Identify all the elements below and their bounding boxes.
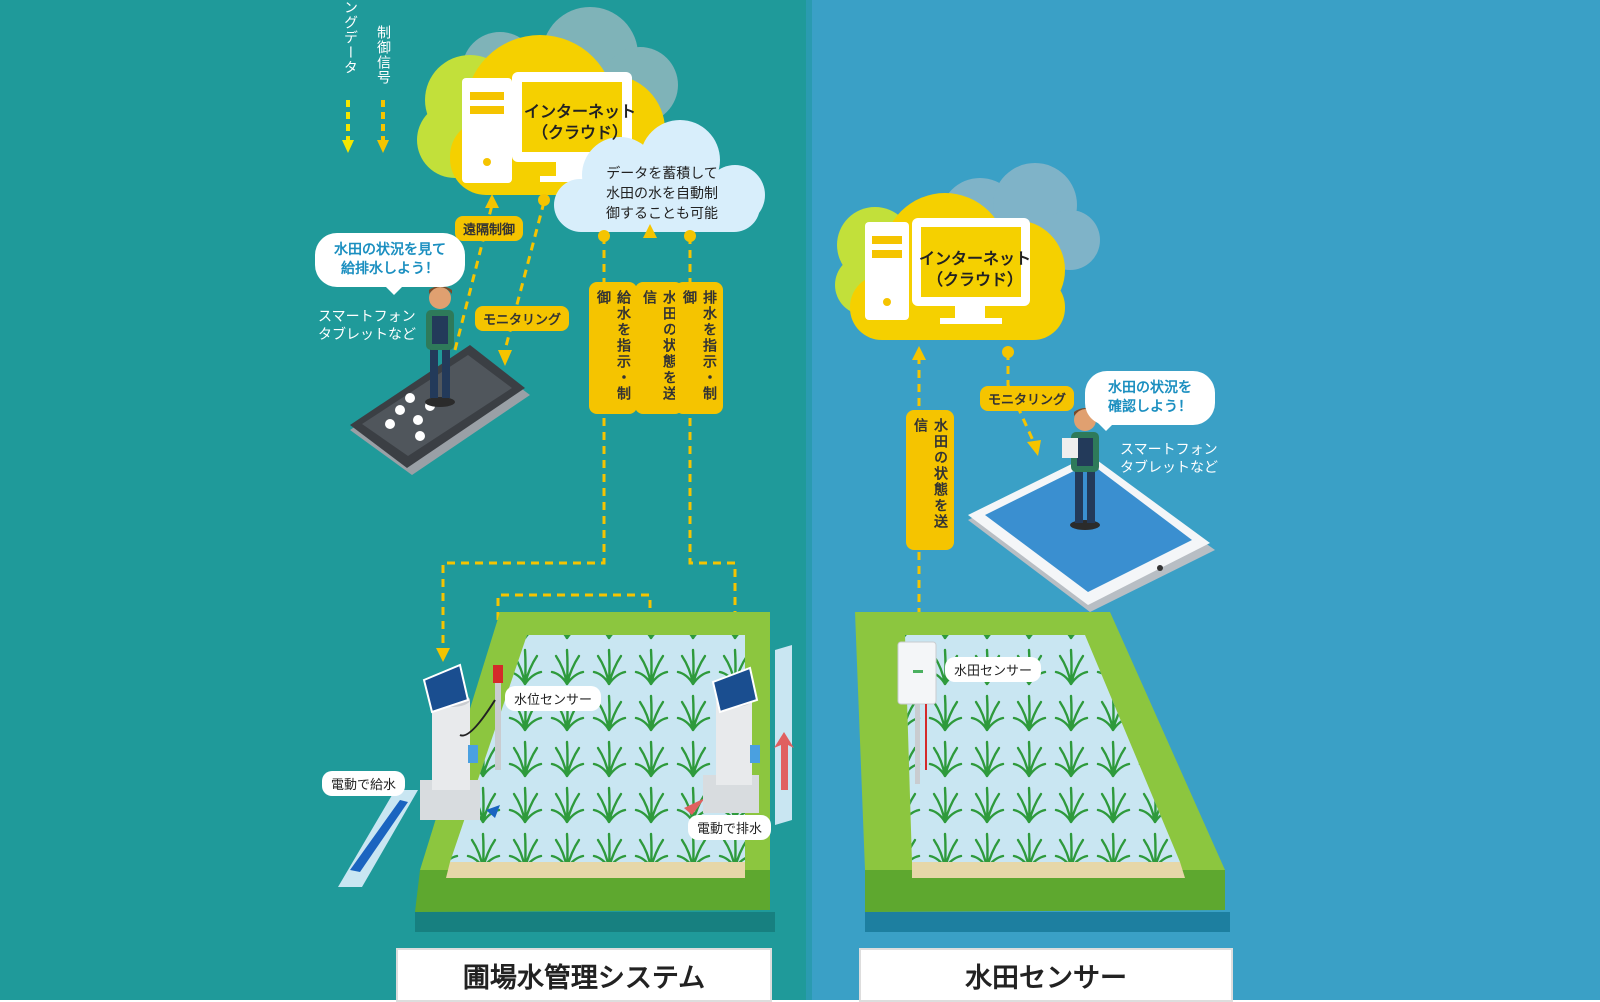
legend-arrows [342, 100, 389, 153]
right-cloud-line1: インターネット [918, 249, 1031, 268]
left-cloud-note-line3: 御することも可能 [606, 206, 718, 222]
smartphone [350, 345, 530, 475]
right-monitoring-tag: モニタリング [980, 386, 1075, 411]
right-flow-lines [917, 352, 1037, 630]
left-monitoring-tag: モニタリング [475, 306, 570, 331]
remote-control-tag: 遠隔制御 [455, 216, 524, 241]
water-level-sensor-device [459, 665, 503, 770]
right-speech-bubble: 水田の状況を 確認しよう！ [1085, 371, 1215, 431]
left-title: 圃場水管理システム [396, 948, 772, 1002]
farmer-left [425, 286, 455, 407]
electric-supply-label: 電動で給水 [322, 771, 406, 796]
right-device-text: スマートフォン タブレットなど [1120, 442, 1218, 476]
right-title: 水田センサー [859, 948, 1233, 1002]
left-arrowheads [436, 194, 742, 662]
left-cloud-note-line1: データを蓄積して [606, 166, 718, 182]
left-cloud-line2: （クラウド） [531, 123, 628, 142]
left-channels [338, 645, 794, 887]
right-speech-line1: 水田の状況を [1108, 380, 1192, 396]
farmer-right [1062, 408, 1100, 530]
water-level-sensor-label: 水位センサー [505, 686, 602, 711]
panel-divider [806, 0, 812, 1000]
left-note-cloud [554, 120, 765, 232]
left-speech-line1: 水田の状況を見て [334, 242, 446, 258]
vtag-supply: 給水を指示・制御 [589, 282, 637, 414]
drain-gate-device [703, 666, 760, 813]
left-cloud-note: データを蓄積して 水田の水を自動制 御することも可能 [572, 164, 752, 224]
supply-gate-device [420, 663, 480, 820]
right-cloud-label: インターネット （クラウド） [900, 248, 1050, 290]
left-cloud-label: インターネット （クラウド） [505, 101, 655, 143]
left-speech-bubble: 水田の状況を見て 給排水しよう！ [315, 233, 465, 295]
legend-control-signal: 制御信号 [375, 25, 391, 85]
left-device-text: スマートフォン タブレットなど [318, 309, 416, 343]
left-speech-line2: 給排水しよう！ [341, 261, 439, 277]
left-cloud-note-line2: 水田の水を自動制 [606, 186, 718, 202]
electric-drain-label: 電動で排水 [688, 815, 772, 840]
vtag-drain: 排水を指示・制御 [675, 282, 723, 414]
paddy-sensor-device [897, 641, 937, 784]
left-cloud-line1: インターネット [523, 102, 636, 121]
right-speech-line2: 確認しよう！ [1108, 399, 1192, 415]
right-server-icon [865, 218, 1030, 324]
left-flow-lines [441, 201, 737, 650]
vtag-status-right: 水田の状態を送信 [906, 410, 954, 550]
right-cloud-line2: （クラウド） [926, 270, 1023, 289]
paddy-sensor-label: 水田センサー [945, 657, 1042, 682]
legend-monitoring-data: ングデータ [342, 0, 358, 75]
